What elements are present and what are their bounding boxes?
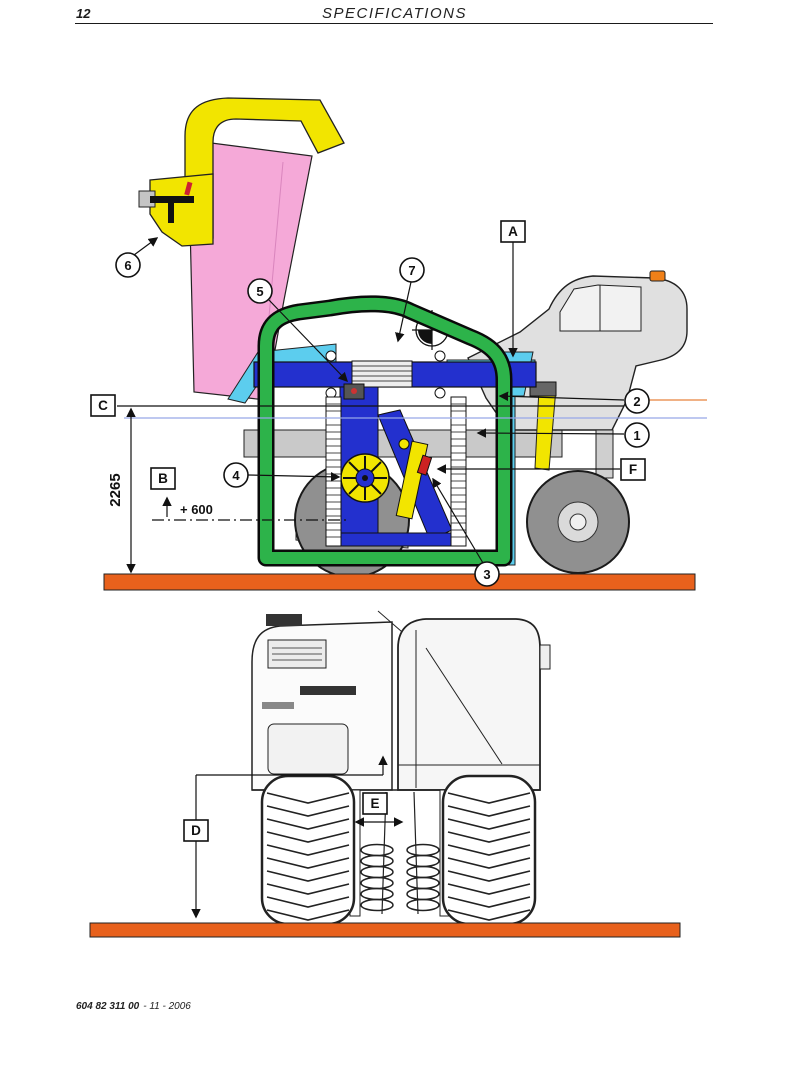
ground-line-rear (89, 922, 681, 938)
callout-1-number: 1 (633, 428, 640, 443)
dim-offset-label: + 600 (180, 502, 213, 517)
radiator-grid (343, 360, 413, 400)
label-F: F (629, 462, 637, 477)
offset-600: + 600 (162, 496, 213, 517)
label-box-C: C (90, 394, 116, 417)
label-box-D: D (183, 755, 388, 919)
support-strip (534, 387, 557, 471)
callout-6: 6 (115, 237, 159, 278)
callout-2-number: 2 (633, 394, 640, 409)
wiper-line (425, 647, 503, 765)
callout-3-number: 3 (483, 567, 490, 582)
frame-green-loop (257, 295, 513, 567)
spout-bar (150, 196, 194, 203)
label-box-B: B (150, 467, 176, 490)
discharge-chute (138, 97, 345, 247)
mirror (539, 644, 551, 670)
callout-6-number: 6 (124, 258, 131, 273)
callout-5: 5 (247, 278, 348, 383)
doc-ref-number: 604 82 311 00 (76, 1001, 140, 1012)
dimension-2265: 2265 (107, 407, 136, 574)
callout-1: 1 (476, 422, 650, 448)
ground-line-side (103, 573, 696, 591)
callout-3: 3 (432, 477, 500, 587)
label-D: D (191, 823, 201, 838)
label-E: E (370, 796, 379, 811)
callout-4-number: 4 (232, 468, 240, 483)
label-C: C (98, 398, 108, 413)
page-title: SPECIFICATIONS (322, 5, 467, 22)
doc-ref-date: - 11 - 2006 (143, 1001, 191, 1012)
page-number: 12 (76, 6, 91, 21)
spout-stem (168, 203, 174, 223)
engine-block (251, 614, 393, 791)
label-A: A (508, 224, 518, 239)
side-view-diagram: 2265 + 600 A C B (90, 97, 707, 591)
document-reference: 604 82 311 00- 11 - 2006 (76, 1001, 191, 1012)
right-wheel-rear (441, 774, 537, 926)
header-rule (75, 23, 713, 24)
callout-7-number: 7 (408, 263, 415, 278)
callout-2: 2 (498, 388, 650, 414)
label-B: B (158, 471, 168, 486)
reference-lines (117, 399, 707, 521)
rear-view-diagram: D E (89, 610, 681, 938)
callout-4: 4 (223, 462, 341, 488)
spout-handle (184, 181, 193, 196)
label-box-F: F (436, 458, 646, 481)
shock-absorber (395, 438, 433, 520)
cab-rear (397, 618, 551, 791)
callout-5-number: 5 (256, 284, 263, 299)
callout-7: 7 (395, 257, 425, 343)
label-box-E: E (354, 792, 404, 827)
fan-wheel-icon (340, 453, 390, 503)
rear-wheel (526, 470, 630, 574)
red-fitting (416, 454, 433, 476)
dim-height-label: 2265 (107, 473, 124, 506)
label-box-A: A (500, 220, 526, 358)
left-wheel-rear (260, 774, 356, 926)
beacon-light (649, 270, 666, 282)
